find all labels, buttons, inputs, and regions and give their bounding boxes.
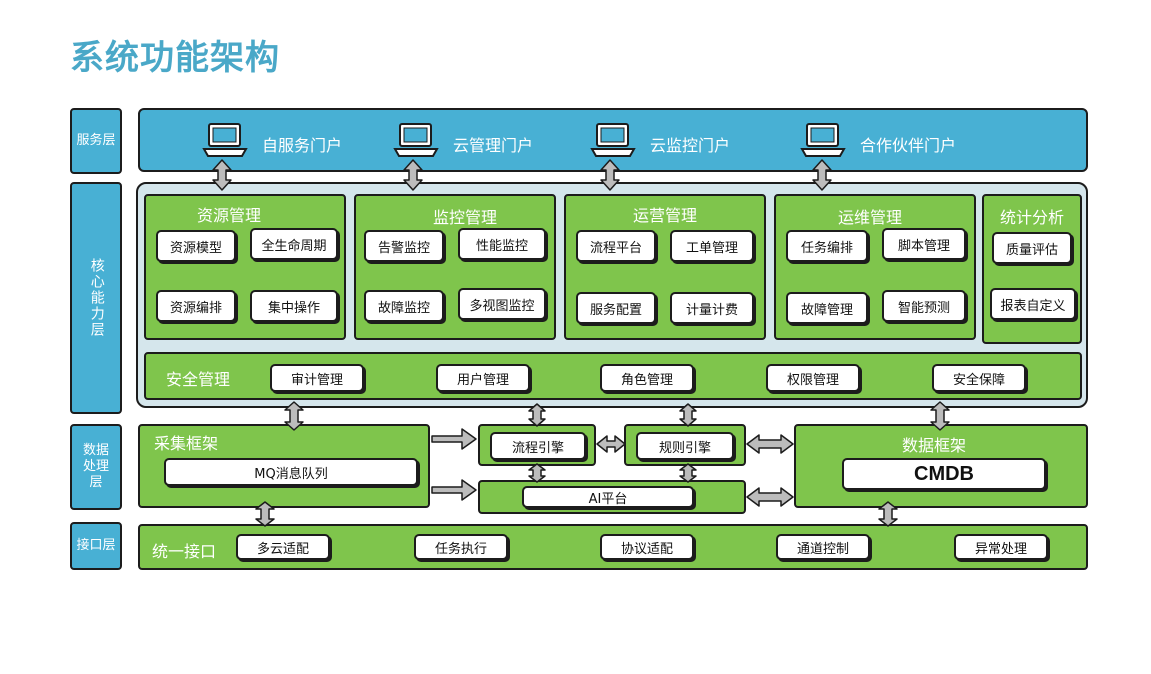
double-arrow-icon (746, 434, 794, 454)
right-arrow-icon (431, 428, 477, 450)
portal-cloud-monitor[interactable] (590, 121, 636, 165)
page-title: 系统功能架构 (70, 38, 280, 78)
feature-button[interactable]: 报表自定义 (990, 288, 1076, 320)
feature-button[interactable]: 告警监控 (364, 230, 444, 262)
feature-button[interactable]: 性能监控 (458, 228, 546, 260)
feature-button[interactable]: 多视图监控 (458, 288, 546, 320)
cmdb[interactable]: CMDB (842, 458, 1046, 490)
interface-item[interactable]: 任务执行 (414, 534, 508, 560)
layer-label-service: 服务层 (70, 108, 122, 174)
interface-item[interactable]: 协议适配 (600, 534, 694, 560)
security-title: 安全管理 (166, 370, 231, 389)
module-title: 统计分析 (999, 208, 1064, 227)
interface-item[interactable]: 异常处理 (954, 534, 1048, 560)
mq-message-queue[interactable]: MQ消息队列 (164, 458, 418, 486)
portal-label: 云管理门户 (453, 136, 534, 155)
unified-interface-title: 统一接口 (152, 542, 217, 561)
feature-button[interactable]: 任务编排 (786, 230, 868, 262)
portal-cloud-management[interactable] (393, 121, 439, 165)
layer-label-interface: 接口层 (70, 522, 122, 570)
double-arrow-icon (679, 403, 697, 427)
feature-button[interactable]: 故障监控 (364, 290, 444, 322)
double-arrow-icon (596, 435, 626, 453)
module-title: 运维管理 (837, 208, 902, 227)
feature-button[interactable]: 集中操作 (250, 290, 338, 322)
flow-engine[interactable]: 流程引擎 (490, 432, 586, 460)
module-title: 资源管理 (196, 206, 261, 225)
double-arrow-icon (284, 401, 304, 431)
feature-button[interactable]: 流程平台 (576, 230, 656, 262)
feature-button[interactable]: 计量计费 (670, 292, 754, 324)
portal-label: 合作伙伴门户 (860, 136, 957, 155)
portal-label: 云监控门户 (650, 136, 731, 155)
double-arrow-icon (403, 159, 423, 191)
module-title: 监控管理 (432, 208, 497, 227)
laptop-icon (590, 123, 636, 157)
security-item[interactable]: 审计管理 (270, 364, 364, 392)
rule-engine[interactable]: 规则引擎 (636, 432, 734, 460)
laptop-icon (202, 123, 248, 157)
right-arrow-icon (431, 479, 477, 501)
security-item[interactable]: 安全保障 (932, 364, 1026, 392)
double-arrow-icon (528, 403, 546, 427)
interface-item[interactable]: 通道控制 (776, 534, 870, 560)
portal-self-service[interactable] (202, 121, 248, 165)
ai-platform[interactable]: AI平台 (522, 486, 694, 508)
double-arrow-icon (212, 159, 232, 191)
laptop-icon (393, 123, 439, 157)
layer-label-data-processing: 数据处理层 (70, 424, 122, 510)
double-arrow-icon (878, 501, 898, 527)
layer-label-data-processing-text: 数据处理层 (82, 442, 109, 491)
feature-button[interactable]: 资源模型 (156, 230, 236, 262)
module-title: 运营管理 (632, 206, 697, 225)
feature-button[interactable]: 资源编排 (156, 290, 236, 322)
interface-item[interactable]: 多云适配 (236, 534, 330, 560)
service-layer-bar (138, 108, 1088, 172)
double-arrow-icon (746, 487, 794, 507)
double-arrow-icon (255, 501, 275, 527)
portal-label: 自服务门户 (262, 136, 343, 155)
feature-button[interactable]: 工单管理 (670, 230, 754, 262)
double-arrow-icon (600, 159, 620, 191)
collection-framework-title: 采集框架 (154, 434, 219, 453)
feature-button[interactable]: 脚本管理 (882, 228, 966, 260)
double-arrow-icon (930, 401, 950, 431)
feature-button[interactable]: 服务配置 (576, 292, 656, 324)
double-arrow-icon (528, 463, 546, 483)
double-arrow-icon (812, 159, 832, 191)
security-item[interactable]: 角色管理 (600, 364, 694, 392)
portal-partner[interactable] (800, 121, 846, 165)
feature-button[interactable]: 全生命周期 (250, 228, 338, 260)
data-framework-title: 数据框架 (901, 436, 966, 455)
feature-button[interactable]: 质量评估 (992, 232, 1072, 264)
security-item[interactable]: 权限管理 (766, 364, 860, 392)
feature-button[interactable]: 故障管理 (786, 292, 868, 324)
feature-button[interactable]: 智能预测 (882, 290, 966, 322)
layer-label-core: 核心能力层 (70, 182, 122, 414)
laptop-icon (800, 123, 846, 157)
double-arrow-icon (679, 463, 697, 483)
security-item[interactable]: 用户管理 (436, 364, 530, 392)
